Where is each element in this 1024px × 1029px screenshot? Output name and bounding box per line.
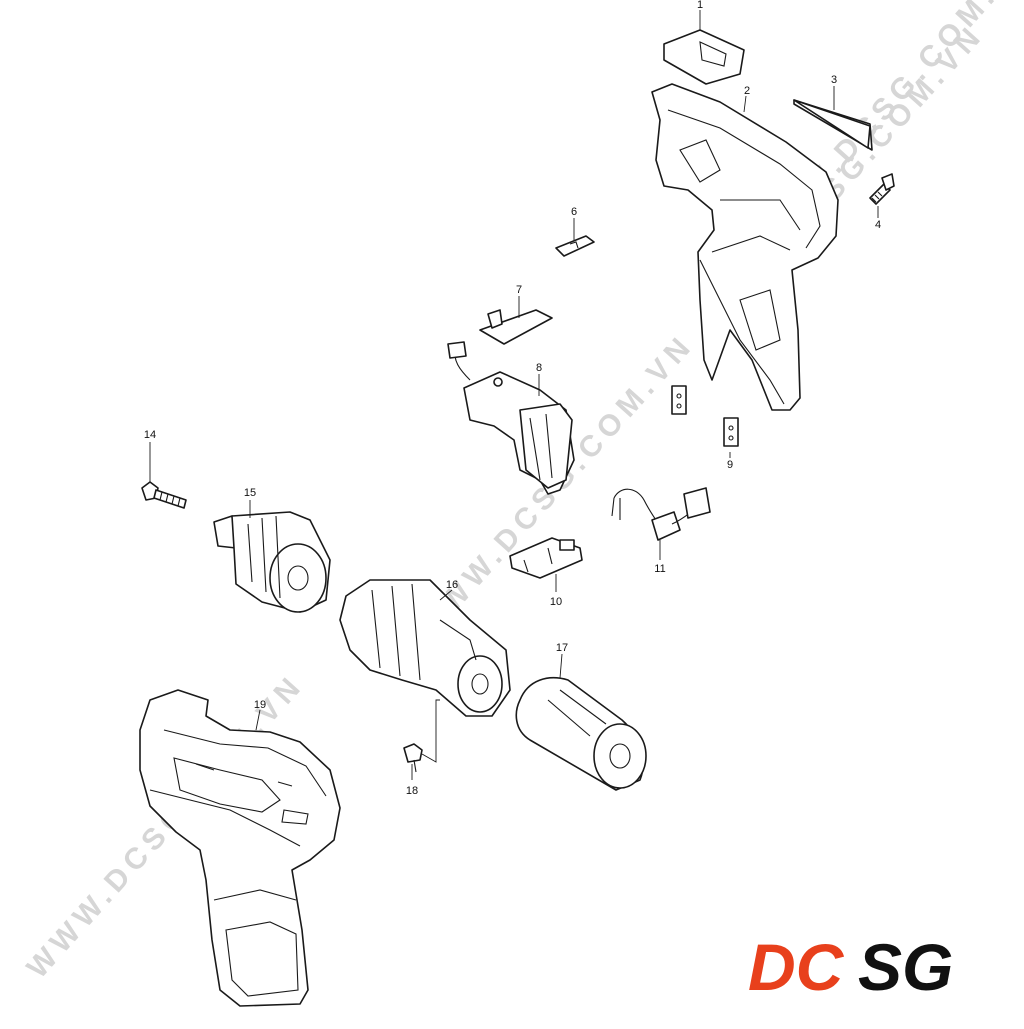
part-18-screw[interactable] xyxy=(403,699,440,773)
part-7-lock-plate[interactable] xyxy=(479,309,553,345)
logo-letters-dark: SG xyxy=(858,930,953,1004)
part-6-plate[interactable] xyxy=(555,235,595,257)
part-9-brush-holder[interactable] xyxy=(671,385,739,447)
part-17-motor[interactable] xyxy=(515,676,647,791)
part-10-bracket[interactable] xyxy=(509,537,583,579)
callout-16: 16 xyxy=(446,579,458,591)
part-14-screw[interactable] xyxy=(141,481,187,509)
callout-15: 15 xyxy=(244,487,256,499)
part-16-gearbox[interactable] xyxy=(339,579,511,717)
callout-2: 2 xyxy=(744,85,750,97)
part-1-cover[interactable] xyxy=(663,29,745,85)
callout-8: 8 xyxy=(536,362,542,374)
leader-2 xyxy=(743,95,747,113)
part-11-wiring[interactable] xyxy=(611,487,711,541)
leader-17 xyxy=(559,653,563,679)
callout-3: 3 xyxy=(831,74,837,86)
part-19-housing-left[interactable] xyxy=(139,689,341,1007)
watermark-group: WWW.DCSG.COM.VN WWW.DCSG.COM.VN WWW.DCSG… xyxy=(21,0,1024,985)
callout-4: 4 xyxy=(875,219,881,231)
part-3-label[interactable] xyxy=(793,99,873,151)
callout-19: 19 xyxy=(254,699,266,711)
leader-19 xyxy=(255,709,261,731)
callout-6: 6 xyxy=(571,206,577,218)
callout-14: 14 xyxy=(144,429,156,441)
part-4-screw[interactable] xyxy=(869,173,895,205)
callout-1: 1 xyxy=(697,0,703,11)
logo-letters-accent: DC xyxy=(748,930,845,1004)
part-8-switch[interactable] xyxy=(447,341,575,495)
leader-16 xyxy=(439,589,453,601)
callout-10: 10 xyxy=(550,596,562,608)
callout-11: 11 xyxy=(654,563,665,575)
callout-17: 17 xyxy=(556,642,568,654)
part-2-housing[interactable] xyxy=(651,83,839,411)
callout-7: 7 xyxy=(516,284,522,296)
part-15-chuck[interactable] xyxy=(213,511,331,613)
callout-18: 18 xyxy=(406,785,418,797)
callout-9: 9 xyxy=(727,459,733,471)
dcsg-logo: DC SG xyxy=(748,930,953,1004)
